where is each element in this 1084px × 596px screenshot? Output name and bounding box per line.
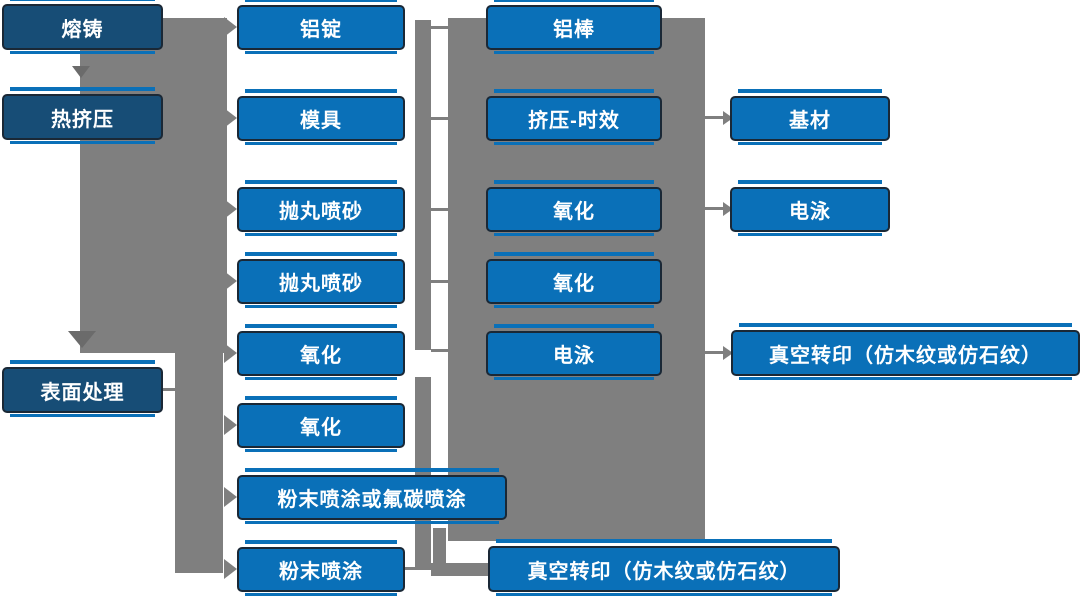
arrow-to-aluminum-ingot-icon — [224, 17, 237, 37]
arrow-to-oxidation-b-icon — [224, 415, 237, 435]
node-oxidation-b: 氧化 — [237, 396, 405, 452]
node-powder-or-fluorocarbon: 粉末喷涂或氟碳喷涂 — [237, 468, 507, 524]
node-oxidation-d: 氧化 — [486, 252, 662, 308]
connector-trunk-band — [80, 18, 227, 353]
connector-tick-row2 — [431, 117, 448, 120]
node-electrophoresis-b: 电泳 — [730, 180, 890, 236]
node-vacuum-transfer-bottom: 真空转印（仿木纹或仿石纹） — [488, 539, 840, 596]
node-melting-casting: 熔铸 — [2, 0, 163, 54]
arrow-down-to-hot-extrusion-icon — [72, 66, 90, 78]
node-vacuum-transfer-top: 真空转印（仿木纹或仿石纹） — [731, 323, 1080, 380]
connector-surface-stub — [163, 388, 175, 391]
connector-mid-strip-upper — [415, 20, 431, 350]
node-hot-extrusion: 热挤压 — [2, 87, 163, 144]
node-surface-treatment: 表面处理 — [2, 360, 163, 417]
node-oxidation-c: 氧化 — [486, 180, 662, 236]
node-shot-blasting-2: 抛丸喷砂 — [237, 252, 405, 308]
node-substrate: 基材 — [730, 89, 890, 145]
arrow-to-shot-blasting-1-icon — [224, 199, 237, 219]
node-aluminum-rod: 铝棒 — [486, 0, 662, 54]
node-electrophoresis-a: 电泳 — [486, 324, 662, 380]
connector-powder-tick — [405, 567, 415, 570]
arrow-to-powder-fluorocarbon-icon — [224, 487, 237, 507]
connector-tick-row4 — [431, 280, 448, 283]
connector-shaft-electrophoresis-b — [705, 207, 725, 210]
node-mold: 模具 — [237, 89, 405, 145]
node-powder-coating: 粉末喷涂 — [237, 540, 405, 596]
connector-tick-row1 — [431, 26, 448, 29]
connector-tick-row5 — [431, 349, 448, 352]
arrow-to-oxidation-a-icon — [224, 343, 237, 363]
arrow-to-powder-coating-icon — [224, 559, 237, 579]
node-shot-blasting-1: 抛丸喷砂 — [237, 180, 405, 236]
connector-tick-row3 — [431, 208, 448, 211]
connector-bottom-bar — [431, 563, 489, 576]
connector-short-strip — [433, 528, 446, 573]
node-oxidation-a: 氧化 — [237, 324, 405, 380]
connector-mid-strip-lower — [415, 377, 431, 570]
arrow-to-vacuum-transfer-top-icon — [723, 346, 733, 360]
arrow-down-to-surface-treatment-icon — [68, 331, 96, 348]
connector-shaft-vacuum-top — [705, 351, 725, 354]
arrow-to-shot-blasting-2-icon — [224, 271, 237, 291]
connector-shaft-substrate — [705, 116, 725, 119]
arrow-to-electrophoresis-b-icon — [723, 202, 733, 216]
arrow-to-mold-icon — [224, 108, 237, 128]
node-aluminum-ingot: 铝锭 — [237, 0, 405, 54]
node-extrusion-aging: 挤压-时效 — [486, 89, 662, 145]
connector-surface-trunk — [175, 353, 223, 573]
arrow-to-substrate-icon — [723, 111, 733, 125]
